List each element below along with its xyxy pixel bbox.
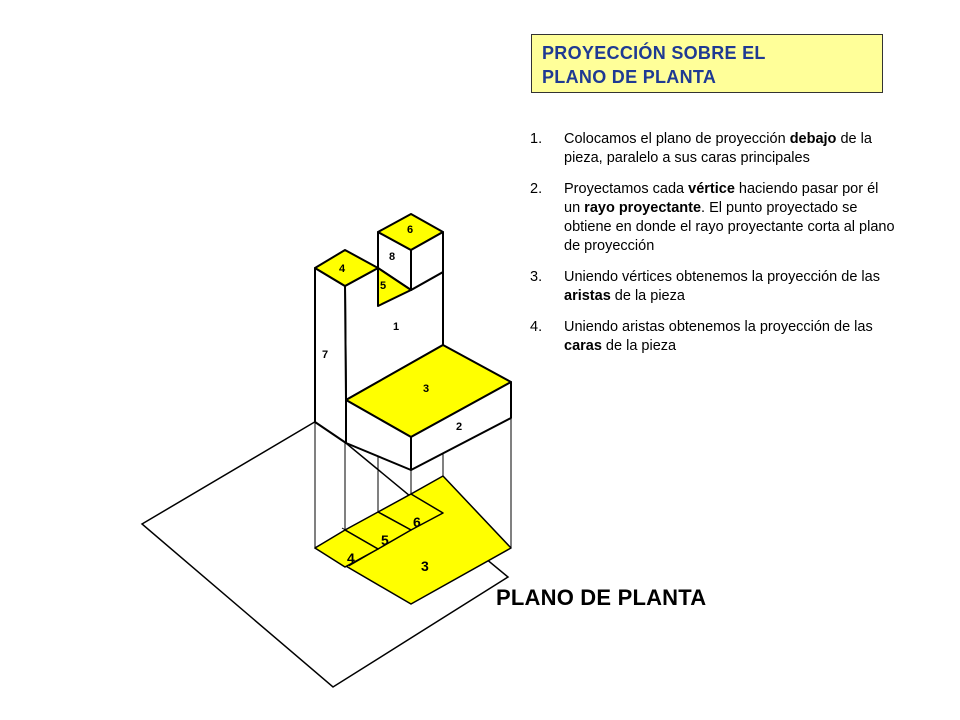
step-number: 2. [530, 181, 543, 197]
step-3: 3. Uniendo vértices obtenemos la proyecc… [526, 268, 896, 306]
title-line-2: PLANO DE PLANTA [542, 67, 717, 87]
step-2: 2. Proyectamos cada vértice haciendo pas… [526, 180, 896, 256]
step-4: 4. Uniendo aristas obtenemos la proyecci… [526, 318, 896, 356]
step-text: Colocamos el plano de proyección debajo … [564, 131, 872, 166]
label-face-4: 4 [339, 263, 346, 275]
label-face-2: 2 [456, 421, 462, 433]
title-line-1: PROYECCIÓN SOBRE EL [542, 43, 766, 63]
piece-face-5 [377, 267, 412, 307]
step-text: Uniendo vértices obtenemos la proyección… [564, 269, 880, 304]
label-face-5: 5 [380, 280, 386, 292]
plane-label: PLANO DE PLANTA [496, 585, 707, 610]
label-proj-6: 6 [413, 514, 421, 530]
piece-label-group: 6 8 4 5 1 7 3 2 [322, 224, 462, 433]
label-proj-3: 3 [421, 558, 429, 574]
label-face-7: 7 [322, 349, 328, 361]
piece [314, 213, 512, 471]
label-face-6: 6 [407, 224, 413, 236]
projection-label-group: 6 5 4 3 [347, 514, 429, 574]
piece-post-right [410, 231, 444, 291]
step-1: 1. Colocamos el plano de proyección deba… [526, 130, 896, 168]
label-proj-4: 4 [347, 550, 355, 566]
piece-face-7 [314, 267, 347, 444]
title-box: PROYECCIÓN SOBRE EL PLANO DE PLANTA [531, 34, 883, 93]
step-number: 3. [530, 269, 543, 285]
plan-projection [314, 475, 512, 605]
label-face-1: 1 [393, 321, 399, 333]
step-number: 4. [530, 319, 543, 335]
step-number: 1. [530, 131, 543, 147]
label-face-3: 3 [423, 383, 429, 395]
label-face-8: 8 [389, 251, 395, 263]
label-proj-5: 5 [381, 532, 389, 548]
step-text: Uniendo aristas obtenemos la proyección … [564, 319, 873, 354]
piece-face-2 [410, 381, 512, 471]
step-text: Proyectamos cada vértice haciendo pasar … [564, 181, 895, 254]
